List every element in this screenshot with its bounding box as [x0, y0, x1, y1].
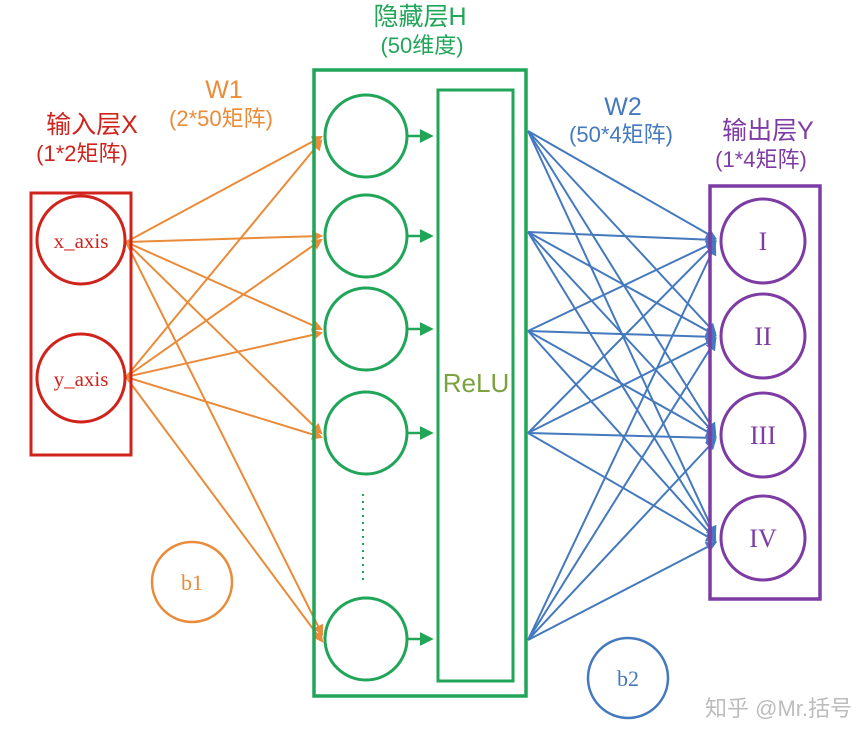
input-layer-title: 输入层X [46, 111, 138, 139]
bias-b2-node [586, 636, 670, 720]
hidden-layer: 隐藏层H (50维度) ReLU [312, 3, 528, 698]
w1-group: W1 (2*50矩阵) b1 [150, 76, 273, 624]
w2-label: W2 [604, 93, 642, 121]
hidden-node-4 [323, 390, 409, 476]
w2-sublabel: (50*4矩阵) [569, 122, 673, 147]
output-node-3-label: III [750, 421, 776, 450]
bias-b2-label: b2 [617, 666, 639, 691]
output-node-1-label: I [759, 227, 768, 256]
relu-label: ReLU [443, 368, 509, 398]
hidden-layer-subtitle: (50维度) [380, 33, 463, 58]
bias-b1-node [150, 540, 234, 624]
input-layer-box [29, 191, 133, 457]
hidden-node-3 [323, 286, 409, 372]
output-layer-title: 输出层Y [722, 117, 814, 145]
output-node-3 [719, 391, 807, 479]
output-layer-subtitle: (1*4矩阵) [715, 147, 807, 172]
hidden-to-relu-arrows [408, 129, 434, 646]
hidden-node-n [323, 596, 409, 682]
hidden-layer-title: 隐藏层H [373, 3, 466, 31]
w2-connections [527, 130, 718, 641]
output-layer-box [708, 184, 822, 601]
w1-sublabel: (2*50矩阵) [169, 106, 273, 131]
hidden-node-1 [323, 93, 409, 179]
hidden-node-2 [323, 193, 409, 279]
input-node-y [35, 332, 127, 424]
input-layer: 输入层X (1*2矩阵) x_axis y_axis [29, 111, 138, 457]
output-layer: 输出层Y (1*4矩阵) I II III IV [708, 117, 822, 601]
input-layer-subtitle: (1*2矩阵) [36, 141, 128, 166]
relu-box [436, 88, 515, 683]
output-node-2 [719, 292, 807, 380]
w2-group: W2 (50*4矩阵) b2 [569, 93, 673, 720]
w1-label: W1 [205, 76, 243, 104]
watermark: 知乎 @Mr.括号 [705, 696, 852, 721]
output-node-2-label: II [754, 322, 771, 351]
bias-b1-label: b1 [181, 570, 203, 595]
output-node-4 [719, 494, 807, 582]
w1-connections [125, 135, 324, 643]
input-node-x-label: x_axis [54, 229, 109, 253]
output-node-1 [719, 197, 807, 285]
input-node-y-label: y_axis [54, 367, 109, 391]
hidden-layer-box [312, 68, 528, 698]
input-node-x [35, 194, 127, 286]
output-node-4-label: IV [749, 524, 777, 553]
